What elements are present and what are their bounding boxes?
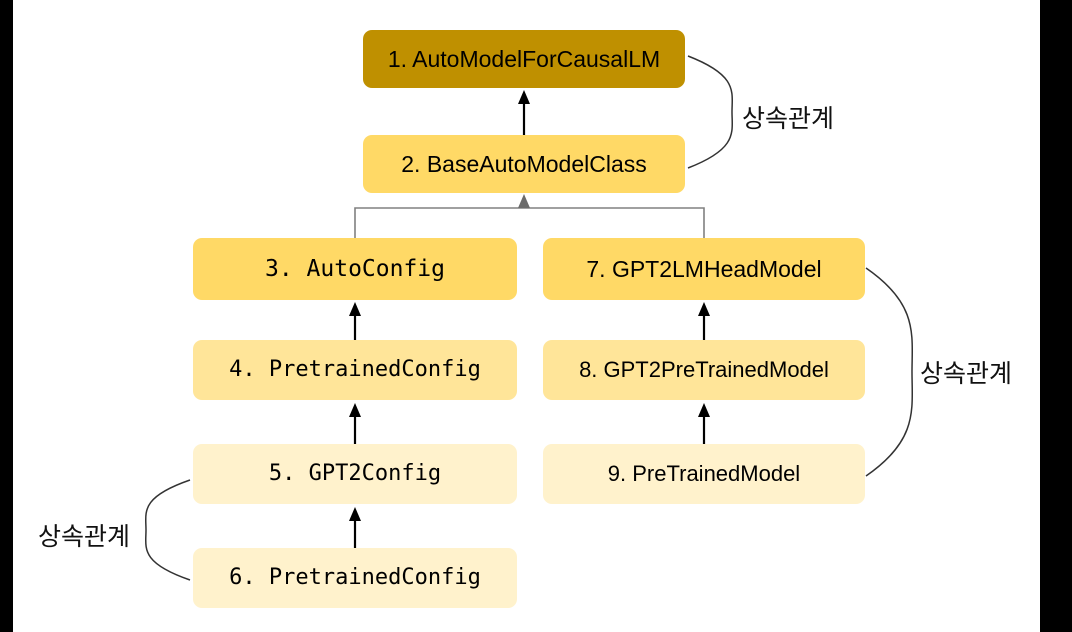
- arrow-5-to-4: [349, 403, 361, 444]
- class-node-2[interactable]: 2. BaseAutoModelClass: [363, 135, 685, 193]
- inheritance-label-top-right-brace: [687, 55, 734, 169]
- arrow-9-to-8: [698, 403, 710, 444]
- class-node-1[interactable]: 1. AutoModelForCausalLM: [363, 30, 685, 88]
- class-node-label: 9. PreTrainedModel: [607, 461, 801, 486]
- class-node-6[interactable]: 6. PretrainedConfig: [193, 548, 517, 608]
- class-node-8[interactable]: 8. GPT2PreTrainedModel: [543, 340, 865, 400]
- arrow-6-to-5: [349, 507, 361, 548]
- class-node-label: 7. GPT2LMHeadModel: [586, 255, 822, 282]
- class-node-7[interactable]: 7. GPT2LMHeadModel: [543, 238, 865, 300]
- inheritance-label-right: 상속관계: [920, 360, 1013, 388]
- arrow-2-to-1: [518, 90, 530, 135]
- letterbox-bar-left: [0, 0, 13, 632]
- class-node-3[interactable]: 3. AutoConfig: [193, 238, 517, 300]
- class-node-9[interactable]: 9. PreTrainedModel: [543, 444, 865, 504]
- arrow-4-to-3: [349, 302, 361, 340]
- letterbox-bar-right: [1040, 0, 1072, 632]
- class-node-label: 1. AutoModelForCausalLM: [387, 45, 661, 72]
- class-node-label: 3. AutoConfig: [264, 255, 445, 282]
- inheritance-label-bottom-left-brace: [144, 479, 191, 581]
- inheritance-label-right-brace: [865, 267, 914, 477]
- inheritance-label-bottom-left: 상속관계: [38, 523, 131, 551]
- inheritance-label-top-right: 상속관계: [742, 105, 835, 133]
- class-node-label: 4. PretrainedConfig: [229, 357, 481, 382]
- class-node-label: 6. PretrainedConfig: [229, 565, 481, 590]
- class-node-4[interactable]: 4. PretrainedConfig: [193, 340, 517, 400]
- arrow-8-to-7: [698, 302, 710, 340]
- class-node-label: 2. BaseAutoModelClass: [401, 150, 647, 177]
- class-node-5[interactable]: 5. GPT2Config: [193, 444, 517, 504]
- class-node-label: 8. GPT2PreTrainedModel: [579, 357, 829, 382]
- class-node-label: 5. GPT2Config: [268, 461, 442, 486]
- fork-3-and-7-to-2: [354, 194, 705, 238]
